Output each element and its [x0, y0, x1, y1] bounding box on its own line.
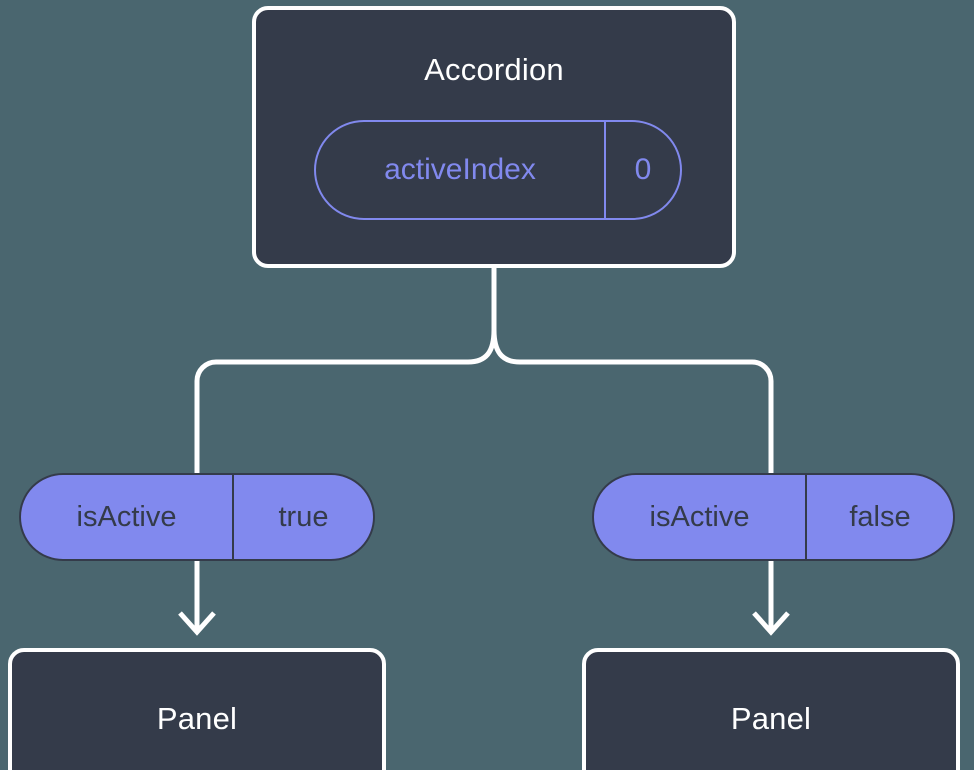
- prop-pill-value: false: [849, 500, 911, 533]
- arrow-head-right: [752, 611, 790, 636]
- node-panel-right-title: Panel: [730, 700, 812, 736]
- state-capsule-key: activeIndex: [316, 122, 606, 218]
- prop-pill-is-active-false[interactable]: isActive false: [592, 473, 955, 561]
- node-panel-right[interactable]: Panel: [582, 648, 960, 770]
- state-capsule-value: 0: [634, 153, 652, 186]
- prop-pill-key: isActive: [21, 475, 234, 559]
- node-accordion[interactable]: Accordion activeIndex 0: [252, 6, 736, 268]
- connector-split-left: [194, 329, 497, 473]
- arrow-head-left: [178, 611, 216, 636]
- state-capsule-active-index[interactable]: activeIndex 0: [314, 120, 682, 220]
- prop-pill-value: true: [278, 500, 329, 533]
- prop-pill-key: isActive: [594, 475, 807, 559]
- connector-split-right: [491, 329, 774, 473]
- node-accordion-title: Accordion: [424, 52, 564, 87]
- node-panel-left-title: Panel: [156, 700, 238, 736]
- node-panel-left[interactable]: Panel: [8, 648, 386, 770]
- prop-pill-is-active-true[interactable]: isActive true: [19, 473, 375, 561]
